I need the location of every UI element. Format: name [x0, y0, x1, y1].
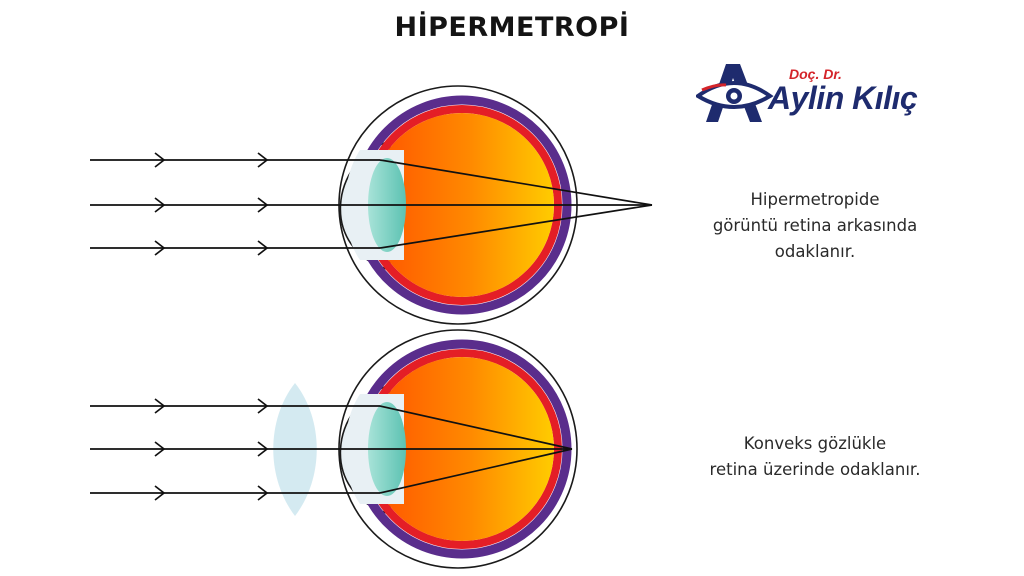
- refracted-ray: [379, 448, 573, 494]
- logo: Doç. Dr. Aylin Kılıç: [694, 60, 956, 124]
- arrow-icon: [154, 240, 166, 256]
- refracted-ray: [379, 405, 573, 450]
- arrow-icon: [257, 240, 269, 256]
- logo-subtitle: Doç. Dr.: [789, 66, 842, 82]
- arrow-icon: [257, 398, 269, 414]
- page-title: HİPERMETROPİ: [394, 12, 630, 43]
- arrow-icon: [154, 441, 166, 457]
- refracted-ray: [379, 204, 653, 249]
- caption-hyperopia: Hipermetropide görüntü retina arkasında …: [660, 187, 970, 265]
- arrow-icon: [154, 152, 166, 168]
- caption-line: Hipermetropide: [750, 190, 880, 209]
- refracted-ray: [379, 159, 653, 206]
- caption-line: Konveks gözlükle: [743, 434, 887, 453]
- caption-line: retina üzerinde odaklanır.: [709, 460, 921, 479]
- caption-correction: Konveks gözlükle retina üzerinde odaklan…: [660, 431, 970, 483]
- eye-logo-icon: [694, 64, 774, 122]
- arrow-icon: [257, 441, 269, 457]
- arrow-icon: [154, 398, 166, 414]
- caption-line: görüntü retina arkasında: [712, 216, 918, 235]
- caption-line: odaklanır.: [774, 242, 856, 261]
- eye-bottom: [90, 329, 578, 569]
- arrow-icon: [257, 485, 269, 501]
- arrow-icon: [154, 485, 166, 501]
- eye-top: [90, 85, 653, 325]
- arrow-icon: [257, 152, 269, 168]
- arrow-icon: [257, 197, 269, 213]
- logo-name: Aylin Kılıç: [768, 80, 918, 116]
- arrow-icon: [154, 197, 166, 213]
